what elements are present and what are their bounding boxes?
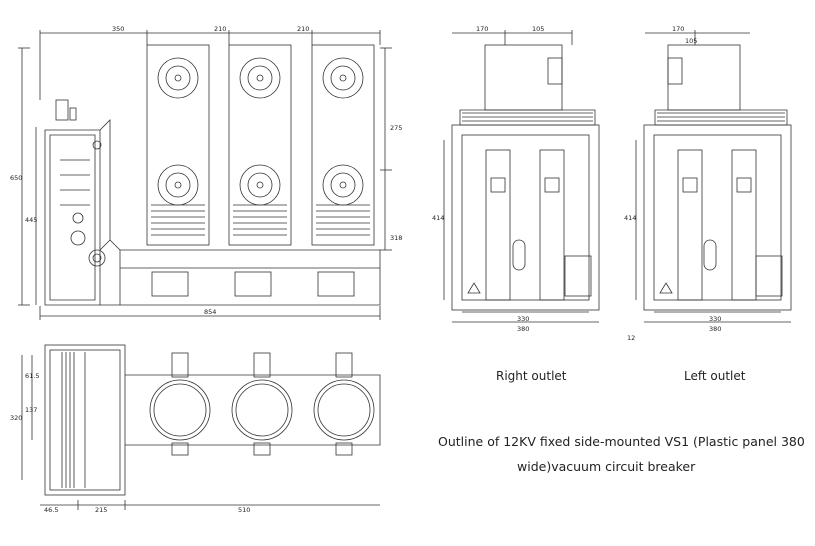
left-outlet-view: 170 105 414 330 380 12 Left outlet: [624, 25, 792, 383]
lo-dim-top-a: 170: [672, 25, 684, 33]
ro-dim-top-a: 170: [476, 25, 488, 33]
pv-dim-left-total: 320: [10, 414, 22, 422]
pv-dim-left-b: 137: [25, 406, 37, 414]
dim-right-lower: 318: [390, 234, 402, 242]
dim-left-inner: 445: [25, 216, 37, 224]
dim-left-total: 650: [10, 174, 22, 182]
pv-dim-left-a: 61.5: [25, 372, 39, 380]
pole-2: [228, 44, 292, 246]
pole-1: [146, 44, 210, 246]
ro-dim-outer-width: 380: [517, 325, 529, 333]
caption-line-2: wide)vacuum circuit breaker: [517, 459, 696, 474]
dim-top-mid: 210: [214, 25, 226, 33]
ro-dim-height: 414: [432, 214, 444, 222]
dim-bottom: 854: [204, 308, 216, 316]
dim-top-left: 350: [112, 25, 124, 33]
pv-dim-bottom-a: 46.5: [44, 506, 58, 514]
front-view: 350 210 210 275 318 650 445 854: [10, 25, 402, 320]
lo-dim-top-b: 105: [685, 37, 697, 45]
dim-top-right: 210: [297, 25, 309, 33]
ro-dim-inner-width: 330: [517, 315, 529, 323]
dim-right-upper: 275: [390, 124, 402, 132]
left-outlet-label: Left outlet: [684, 369, 746, 383]
right-outlet-view: 170 105 414 330 380 Right outlet: [432, 25, 600, 383]
lo-dim-offset: 12: [627, 334, 635, 342]
right-outlet-label: Right outlet: [496, 369, 567, 383]
pv-dim-bottom-b: 215: [95, 506, 107, 514]
caption-line-1: Outline of 12KV fixed side-mounted VS1 (…: [438, 434, 805, 449]
lo-dim-outer-width: 380: [709, 325, 721, 333]
pv-dim-bottom-c: 510: [238, 506, 250, 514]
lo-dim-height: 414: [624, 214, 636, 222]
pole-3: [311, 44, 375, 246]
plan-view: 61.5 137 320 46.5 215 510: [10, 344, 381, 514]
ro-dim-top-b: 105: [532, 25, 544, 33]
lo-dim-inner-width: 330: [709, 315, 721, 323]
